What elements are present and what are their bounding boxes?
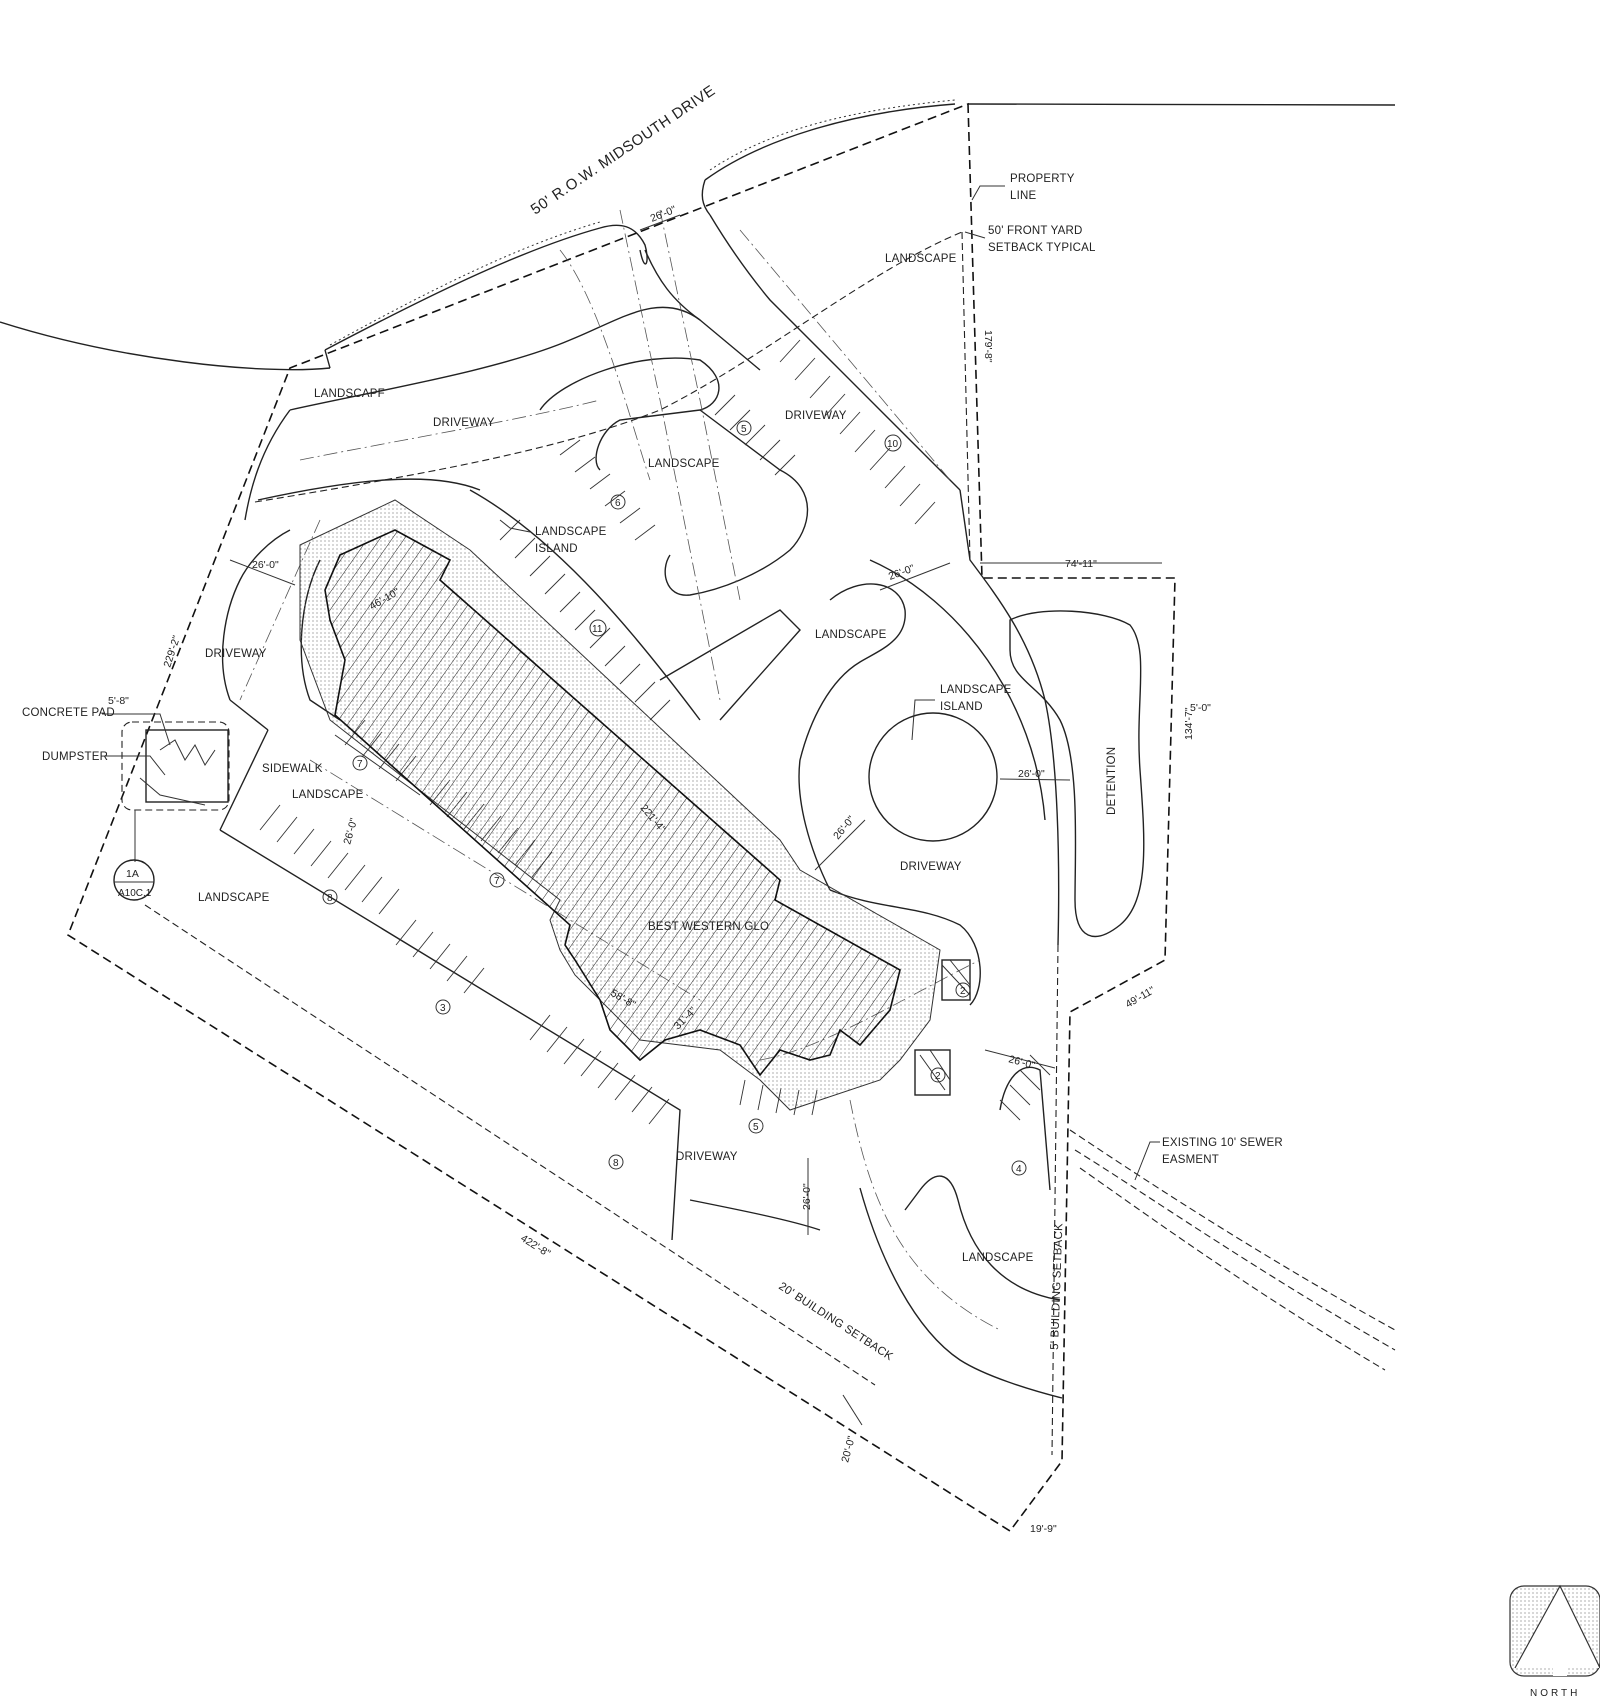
- landscape-label-east: LANDSCAPE: [815, 629, 887, 641]
- landscape-island-circle-label-2: ISLAND: [940, 701, 983, 713]
- midsouth-drive: [0, 99, 1396, 371]
- stall-bubble: 8: [322, 889, 338, 905]
- svg-text:11: 11: [592, 624, 603, 635]
- building-setback-5-label: 5' BUILDING SETBACK: [1049, 1223, 1065, 1350]
- sewer-easement: [1069, 1129, 1396, 1371]
- property-line-label-1: PROPERTY: [1010, 173, 1075, 185]
- curb-lines: [219, 214, 1063, 1399]
- detention-pond: [1009, 610, 1145, 938]
- stall-bubble: 2: [930, 1067, 946, 1083]
- svg-text:2: 2: [935, 1071, 941, 1082]
- dumpster-label: DUMPSTER: [42, 751, 108, 763]
- stall-bubble: 6: [610, 494, 626, 510]
- area-labels: LANDSCAPE LANDSCAPF DRIVEWAY DRIVEWAY LA…: [198, 253, 1118, 1264]
- dimension-lines: [229, 214, 1162, 1426]
- dim-26-left: 26'-0": [252, 559, 279, 571]
- sidewalk-label: SIDEWALK: [262, 763, 323, 775]
- dim-134-7: 134'-7": [1183, 707, 1195, 740]
- dim-26-drive: 26'-0": [831, 814, 858, 842]
- svg-text:2: 2: [960, 986, 966, 997]
- svg-text:8: 8: [613, 1158, 619, 1169]
- building-name-label: BEST WESTERN GLO: [648, 921, 769, 933]
- stall-bubble: 8: [608, 1154, 624, 1170]
- north-label: NORTH: [1530, 1688, 1580, 1699]
- detail-ref-id: 1A: [126, 868, 139, 880]
- landscape-label-nw: LANDSCAPF: [314, 388, 385, 400]
- landscape-label-ne: LANDSCAPE: [885, 253, 957, 265]
- landscape-island-circle: [868, 712, 998, 842]
- stall-bubble: 5: [748, 1118, 764, 1134]
- accessible-stalls: [914, 959, 971, 1096]
- dim-26-bottom: 26'-0": [801, 1183, 813, 1210]
- stall-bubble: 5: [736, 420, 752, 436]
- detail-reference-bubble: 1A A10C.1: [113, 859, 155, 901]
- dumpster-enclosure: [121, 721, 230, 862]
- landscape-island-label-1: LANDSCAPE: [535, 526, 607, 538]
- concrete-pad-label: CONCRETE PAD: [22, 707, 115, 719]
- svg-text:3: 3: [440, 1003, 446, 1014]
- svg-text:7: 7: [357, 759, 363, 770]
- svg-text:4: 4: [1016, 1164, 1022, 1175]
- dim-26-island: 26'-0": [887, 562, 916, 583]
- property-line-label-2: LINE: [1010, 190, 1036, 202]
- landscape-label-se: LANDSCAPE: [962, 1252, 1034, 1264]
- landscape-label-center: LANDSCAPE: [648, 458, 720, 470]
- building-footprint: [299, 499, 941, 1111]
- dim-5-8: 5'-8": [108, 695, 129, 707]
- leader-lines: [102, 185, 1160, 1181]
- landscape-label-sw: LANDSCAPE: [198, 892, 270, 904]
- dim-49-11: 49'-11": [1124, 984, 1158, 1010]
- dim-19-9: 19'-9": [1030, 1523, 1057, 1535]
- driveway-label-ne: DRIVEWAY: [785, 410, 847, 422]
- setback-lines: [144, 231, 1059, 1456]
- stall-count-bubbles: 5 10 6 11 7 7 8 3 8 5 4 2 2: [322, 420, 1027, 1176]
- dim-179-8: 179'-8": [982, 330, 994, 363]
- svg-text:6: 6: [615, 498, 621, 509]
- road-name-label: 50' R.O.W. MIDSOUTH DRIVE: [528, 82, 719, 218]
- svg-text:8: 8: [327, 893, 333, 904]
- driveway-label-e: DRIVEWAY: [900, 861, 962, 873]
- property-line: [67, 102, 1176, 1533]
- stall-bubble: 11: [589, 619, 607, 637]
- driveway-label-s: DRIVEWAY: [676, 1151, 738, 1163]
- front-setback-label-1: 50' FRONT YARD: [988, 225, 1082, 237]
- dim-26-mid: 26'-0": [341, 817, 360, 846]
- detention-label: DETENTION: [1106, 747, 1118, 815]
- sewer-easement-label-1: EXISTING 10' SEWER: [1162, 1137, 1283, 1149]
- dim-422-8: 422'-8": [518, 1232, 552, 1260]
- stall-bubble: 7: [489, 872, 505, 888]
- dim-5-0: 5'-0": [1190, 702, 1211, 714]
- svg-text:7: 7: [494, 876, 500, 887]
- dim-20-0: 20'-0": [839, 1435, 858, 1464]
- stall-bubble: 7: [352, 755, 368, 771]
- driveway-label-n: DRIVEWAY: [433, 417, 495, 429]
- building-setback-20-label: 20' BUILDING SETBACK: [776, 1280, 895, 1363]
- stall-bubble: 10: [884, 434, 902, 452]
- sewer-easement-label-2: EASMENT: [1162, 1154, 1219, 1166]
- landscape-island-label-2: ISLAND: [535, 543, 578, 555]
- landscape-island-circle-label-1: LANDSCAPE: [940, 684, 1012, 696]
- svg-text:10: 10: [887, 439, 899, 450]
- detail-ref-sheet: A10C.1: [118, 888, 152, 899]
- north-arrow: NORTH: [1509, 1584, 1600, 1699]
- svg-text:5: 5: [741, 424, 747, 435]
- stall-bubble: 4: [1011, 1160, 1027, 1176]
- dim-26-circle: 26'-0": [1018, 768, 1045, 780]
- stall-bubble: 2: [955, 982, 971, 998]
- front-setback-label-2: SETBACK TYPICAL: [988, 242, 1096, 254]
- driveway-label-w: DRIVEWAY: [205, 648, 267, 660]
- landscape-label-w: LANDSCAPE: [292, 789, 364, 801]
- stall-bubble: 3: [435, 999, 451, 1015]
- dim-74-11: 74'-11": [1065, 558, 1097, 570]
- svg-text:5: 5: [753, 1122, 759, 1133]
